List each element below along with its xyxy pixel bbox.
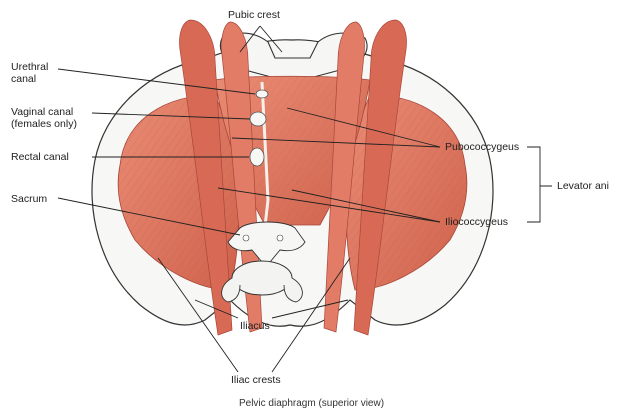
label-rectal-canal: Rectal canal bbox=[11, 151, 69, 163]
sacral-foramen-left bbox=[243, 235, 249, 241]
label-levator-ani: Levator ani bbox=[557, 180, 609, 192]
label-pubic-crest: Pubic crest bbox=[228, 9, 280, 21]
label-pubococcygeus: Pubococcygeus bbox=[445, 141, 519, 153]
label-vaginal-canal: Vaginal canal (females only) bbox=[11, 106, 93, 130]
rectal-canal-opening bbox=[250, 148, 264, 166]
label-iliacus: Iliacus bbox=[240, 320, 270, 332]
label-iliac-crests: Iliac crests bbox=[231, 374, 281, 386]
levator-ani-bracket bbox=[527, 147, 552, 222]
sacral-foramen-right bbox=[277, 235, 283, 241]
label-sacrum: Sacrum bbox=[11, 193, 47, 205]
label-iliococcygeus: Iliococcygeus bbox=[445, 216, 508, 228]
sacrum-body bbox=[232, 261, 292, 295]
label-urethral-canal: Urethral canal bbox=[11, 61, 71, 85]
urethral-canal-opening bbox=[256, 90, 268, 98]
vaginal-canal-opening bbox=[250, 112, 266, 126]
figure-caption: Pelvic diaphragm (superior view) bbox=[0, 398, 623, 409]
